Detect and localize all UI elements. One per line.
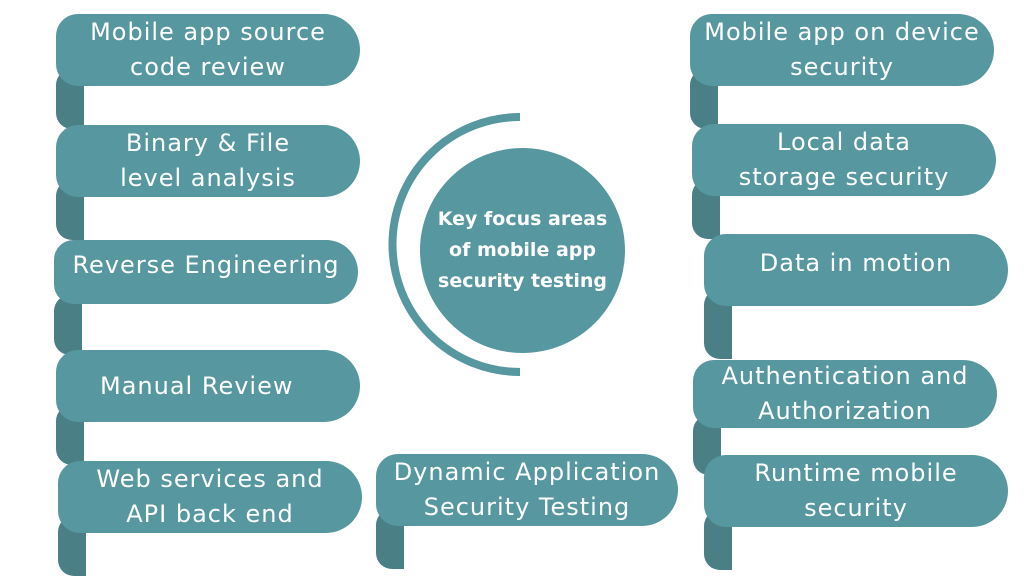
- banner-text-line-2: level analysis: [120, 164, 296, 192]
- banner-text-line-1: Web services and: [96, 465, 324, 493]
- banner-text-line-1: Dynamic Application: [393, 458, 661, 486]
- banner-text-line-1: Mobile app on device: [704, 18, 980, 46]
- banner-label: Binary & File level analysis: [56, 125, 360, 197]
- center-arc: [388, 113, 521, 376]
- banner-text-line-1: Local data: [777, 128, 911, 156]
- banner-text-line-1: Mobile app source: [90, 18, 326, 46]
- banner-label: Dynamic Application Security Testing: [376, 454, 678, 526]
- banner-label: Local data storage security: [692, 124, 996, 196]
- banner-label: Mobile app source code review: [56, 14, 360, 86]
- center-focus-circle: Key focus areas of mobile app security t…: [420, 148, 625, 353]
- banner-label: Web services and API back end: [58, 461, 362, 533]
- banner-text-line-2: security: [804, 494, 908, 522]
- banner-text-line-1: Authentication and: [721, 362, 969, 390]
- center-text-line-3: security testing: [438, 270, 607, 292]
- banner-label: Authentication and Authorization: [693, 360, 997, 428]
- banner-text-line-2: Authorization: [758, 397, 932, 425]
- banner-label: Manual Review: [56, 350, 360, 422]
- banner-text-line-1: Manual Review: [100, 371, 294, 400]
- center-text-line-1: Key focus areas: [437, 208, 608, 230]
- banner-text-line-1: Reverse Engineering: [72, 251, 340, 279]
- banner-text-line-2: security: [790, 53, 894, 81]
- banner-text-line-2: Security Testing: [423, 493, 631, 521]
- center-text-line-2: of mobile app: [449, 239, 596, 261]
- banner-text-line-1: Binary & File: [125, 129, 291, 157]
- banner-text-line-2: storage security: [738, 163, 950, 191]
- banner-text-line-2: code review: [130, 53, 286, 81]
- banner-text-line-1: Data in motion: [759, 249, 953, 277]
- banner-fold: [54, 295, 82, 355]
- banner-text-line-1: Runtime mobile: [754, 459, 958, 487]
- banner-label: Mobile app on device security: [690, 14, 994, 86]
- banner-text-line-2: API back end: [126, 500, 294, 528]
- banner-label: Reverse Engineering: [54, 240, 358, 304]
- banner-label: Runtime mobile security: [704, 455, 1008, 527]
- banner-label: Data in motion: [704, 234, 1008, 306]
